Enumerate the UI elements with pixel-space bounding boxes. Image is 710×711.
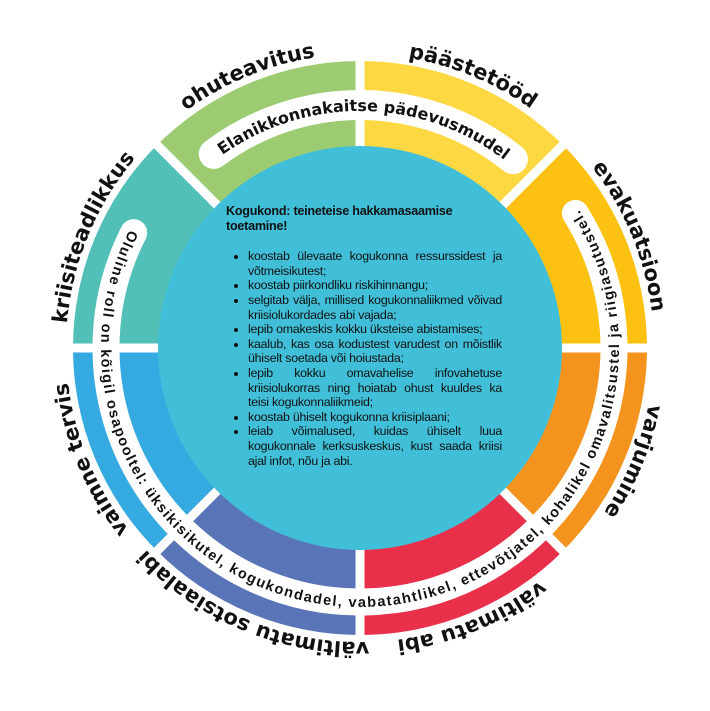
bullet-item: koostab ühiselt kogukonna kriisiplaani;: [248, 410, 502, 425]
bullet-item: lepib omakeskis kokku üksteise abistamis…: [248, 322, 502, 337]
ring-title-pill: [198, 90, 528, 175]
bullet-item: koostab ülevaate kogukonna ressurssidest…: [248, 249, 502, 278]
bullet-item: kaalub, kas osa kodustest varudest on mõ…: [248, 337, 502, 366]
bullet-item: lepib kokku omavahelise infovahetuse kri…: [248, 366, 502, 410]
band-text-pill: [92, 199, 628, 616]
center-heading: Kogukond: teineteise hakkamasaamise toet…: [226, 204, 453, 233]
center-bullet-list: koostab ülevaate kogukonna ressurssidest…: [226, 249, 502, 468]
bullet-item: selgitab välja, millised kogukonnaliikme…: [248, 293, 502, 322]
bullet-item: leiab võimalused, kuidas ühiselt luua ko…: [248, 424, 502, 468]
bullet-item: koostab piirkondliku riskihinnangu;: [248, 278, 502, 293]
center-content: Kogukond: teineteise hakkamasaamise toet…: [226, 204, 502, 468]
center-circle: [158, 146, 562, 550]
